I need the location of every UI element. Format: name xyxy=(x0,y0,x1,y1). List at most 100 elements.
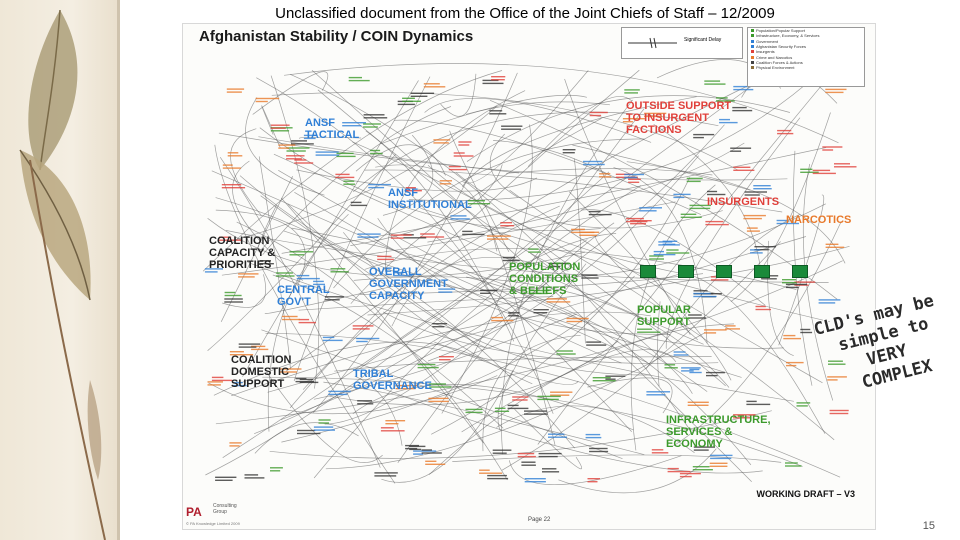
cluster-coalition-capacity: COALITION CAPACITY & PRIORITIES xyxy=(209,235,275,271)
legend-swatch xyxy=(751,40,754,43)
variable-node xyxy=(785,462,802,466)
variable-node xyxy=(542,468,559,472)
diagram-title: Afghanistan Stability / COIN Dynamics xyxy=(199,28,473,45)
cluster-overall-government: OVERALL GOVERNMENT CAPACITY xyxy=(369,266,448,302)
variable-node xyxy=(794,281,815,285)
delay-key-label: Significant Delay xyxy=(684,37,721,43)
variable-node xyxy=(725,325,740,329)
variable-node xyxy=(487,475,508,479)
causal-link xyxy=(515,409,582,469)
causal-link xyxy=(466,102,610,114)
variable-node xyxy=(450,215,469,219)
variable-node xyxy=(556,350,575,354)
causal-link xyxy=(325,282,547,424)
cluster-tribal-governance: TRIBAL GOVERNANCE xyxy=(353,368,432,392)
cluster-narcotics: NARCOTICS xyxy=(786,214,851,226)
variable-node xyxy=(688,402,709,406)
variable-node xyxy=(704,80,725,84)
variable-node xyxy=(251,346,268,350)
variable-node xyxy=(586,341,606,345)
variable-node xyxy=(624,89,640,93)
cluster-infrastructure: INFRASTRUCTURE, SERVICES & ECONOMY xyxy=(666,414,771,450)
variable-node xyxy=(579,232,599,236)
variable-node xyxy=(521,462,536,466)
variable-node xyxy=(458,141,471,145)
variable-node xyxy=(294,159,313,163)
variable-node xyxy=(245,474,265,478)
variable-node xyxy=(707,191,725,195)
cluster-central-govt: CENTRAL GOV'T xyxy=(277,284,330,308)
variable-node xyxy=(335,174,354,178)
legend-entry: Physical Environment xyxy=(748,65,864,70)
variable-node xyxy=(586,434,602,438)
causal-link xyxy=(569,192,731,381)
variable-node xyxy=(227,88,244,92)
dried-leaf-illustration xyxy=(0,0,120,540)
variable-node xyxy=(215,477,236,481)
variable-node xyxy=(777,130,793,134)
variable-node xyxy=(212,377,232,381)
variable-node xyxy=(704,329,727,333)
variable-node xyxy=(500,222,514,226)
variable-node xyxy=(440,180,452,184)
population-node xyxy=(716,265,732,278)
variable-node xyxy=(826,244,845,248)
variable-node xyxy=(428,398,448,402)
slide-title: Unclassified document from the Office of… xyxy=(185,5,865,22)
legend-label: Government xyxy=(756,39,778,44)
variable-node xyxy=(364,114,388,118)
variable-node xyxy=(508,405,529,409)
cluster-ansf-tactical: ANSF TACTICAL xyxy=(305,117,359,141)
legend-label: Physical Environment xyxy=(756,65,794,70)
coin-dynamics-diagram: Afghanistan Stability / COIN Dynamics Si… xyxy=(182,23,876,530)
variable-node xyxy=(822,146,842,150)
legend-label: Insurgents xyxy=(756,49,775,54)
variable-node xyxy=(747,227,760,231)
variable-node xyxy=(732,107,752,111)
variable-node xyxy=(239,343,261,347)
causal-link xyxy=(528,96,632,166)
cluster-ansf-institutional: ANSF INSTITUTIONAL xyxy=(388,187,472,211)
variable-node xyxy=(420,233,444,237)
population-node xyxy=(640,265,656,278)
variable-node xyxy=(276,272,295,276)
causal-link xyxy=(409,70,823,201)
variable-node xyxy=(351,202,367,206)
causal-link xyxy=(496,406,694,453)
legend-label: Infrastructure, Economy, & Services xyxy=(756,33,820,38)
causal-link xyxy=(572,145,750,190)
variable-node xyxy=(743,215,766,219)
diagram-page-label: Page 22 xyxy=(528,517,550,523)
variable-node xyxy=(819,299,841,303)
variable-node xyxy=(487,235,511,239)
variable-node xyxy=(270,467,283,471)
variable-node xyxy=(491,76,505,80)
causal-link xyxy=(574,158,585,343)
cluster-insurgents: INSURGENTS xyxy=(707,196,779,208)
pa-consulting-name: Consulting Group xyxy=(213,503,237,515)
legend-label: Afghanistan Security Forces xyxy=(756,44,806,49)
population-node xyxy=(792,265,808,278)
causal-link xyxy=(493,141,609,175)
population-node xyxy=(678,265,694,278)
variable-node xyxy=(563,149,576,153)
variable-node xyxy=(493,450,512,454)
variable-node xyxy=(385,420,405,424)
legend-swatch xyxy=(751,34,754,37)
population-node xyxy=(754,265,770,278)
variable-node xyxy=(680,473,701,477)
legend-label: Population/Popular Support xyxy=(756,28,805,33)
causal-link xyxy=(220,157,380,467)
variable-node xyxy=(228,152,243,156)
diagram-copyright: © PA Knowledge Limited 2009 xyxy=(186,521,240,526)
variable-node xyxy=(489,110,506,114)
variable-node xyxy=(238,273,258,277)
variable-node xyxy=(374,472,397,476)
variable-node xyxy=(537,396,560,400)
slide-page-number: 15 xyxy=(923,520,935,532)
legend-swatch xyxy=(751,66,754,69)
variable-node xyxy=(525,478,546,482)
legend-label: Crime and Narcotics xyxy=(756,55,792,60)
cluster-popular-support: POPULAR SUPPORT xyxy=(637,304,691,328)
variable-node xyxy=(746,401,770,405)
